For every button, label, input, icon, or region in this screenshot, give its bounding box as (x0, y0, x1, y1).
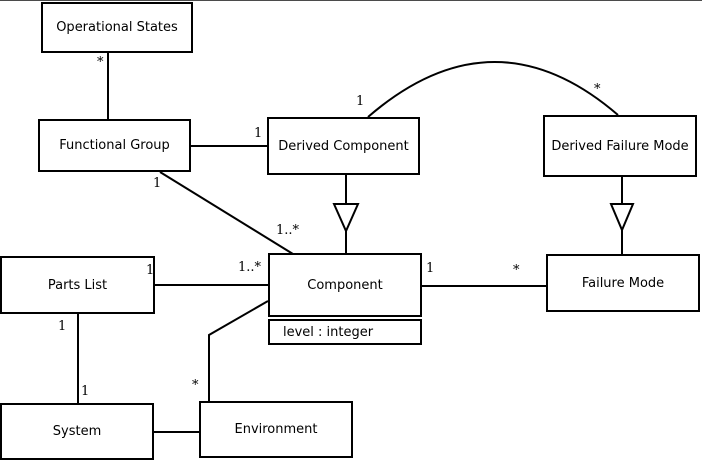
multiplicity-environment-end: * (192, 378, 199, 393)
multiplicity-operational-states-end: * (97, 55, 104, 70)
edge-derived-component-derived-failure-mode (367, 61, 619, 118)
multiplicity-component-right-end: 1 (426, 261, 435, 276)
class-name: System (52, 424, 102, 439)
class-name: Operational States (56, 20, 178, 35)
class-component: Component (268, 253, 422, 317)
multiplicity-parts-list-bottom-end: 1 (58, 319, 67, 334)
class-attribute: level : integer (283, 324, 374, 340)
multiplicity-derived-component-arc-end: 1 (356, 94, 365, 109)
class-name: Component (307, 277, 383, 293)
multiplicity-derived-component-end: 1 (254, 126, 263, 141)
generalization-triangle-icon (609, 203, 635, 233)
class-name: Functional Group (59, 138, 170, 153)
multiplicity-component-left-end: 1..* (238, 260, 262, 275)
multiplicity-parts-list-end: 1 (146, 263, 155, 278)
multiplicity-failure-mode-end: * (513, 263, 520, 278)
class-name: Environment (234, 422, 318, 437)
class-component-attributes: level : integer (268, 319, 422, 345)
class-operational-states: Operational States (41, 2, 193, 53)
image-top-border (0, 0, 702, 1)
class-name: Parts List (47, 277, 108, 293)
multiplicity-functional-group-end: 1 (153, 176, 162, 191)
class-derived-component: Derived Component (267, 117, 420, 175)
class-functional-group: Functional Group (38, 119, 191, 172)
class-derived-failure-mode: Derived Failure Mode (543, 115, 697, 177)
class-failure-mode: Failure Mode (546, 254, 700, 312)
class-system: System (0, 403, 154, 460)
class-environment: Environment (199, 401, 353, 458)
multiplicity-system-end: 1 (81, 384, 90, 399)
class-name: Derived Component (278, 138, 409, 154)
class-name: Derived Failure Mode (551, 138, 689, 154)
edge-functional-group-component (159, 171, 294, 255)
class-name: Failure Mode (581, 275, 665, 291)
class-parts-list: Parts List (0, 256, 155, 314)
multiplicity-derived-failure-mode-arc-end: * (594, 82, 601, 97)
generalization-triangle-icon (332, 203, 360, 234)
edge-component-environment (208, 300, 269, 401)
multiplicity-component-end: 1..* (276, 223, 300, 238)
